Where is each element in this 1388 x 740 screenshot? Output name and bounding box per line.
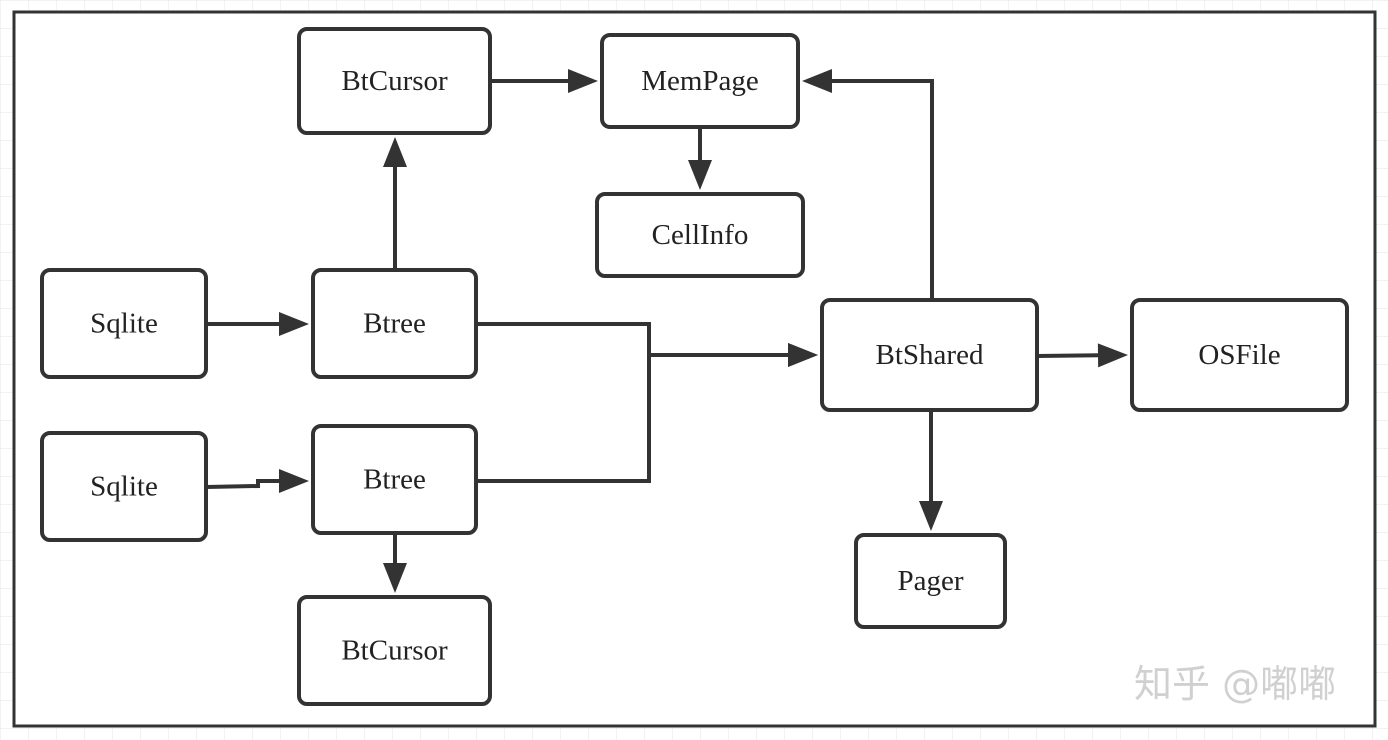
- node-sqlite-1-label: Sqlite: [90, 308, 158, 340]
- arrowhead-btcursor-top-to-mempage: [568, 69, 598, 93]
- node-sqlite-1[interactable]: Sqlite: [40, 268, 208, 379]
- arrowhead-btshared-to-mempage: [802, 69, 832, 93]
- node-mempage[interactable]: MemPage: [600, 33, 800, 129]
- node-mempage-label: MemPage: [641, 65, 759, 97]
- arrowhead-btree-1-to-btcursor-top: [383, 137, 407, 167]
- edge-btshared-to-osfile: [1036, 353, 1101, 358]
- node-btree-2-label: Btree: [363, 464, 426, 496]
- node-cellinfo[interactable]: CellInfo: [595, 192, 805, 278]
- node-btshared-label: BtShared: [876, 339, 984, 371]
- node-btcursor-bottom[interactable]: BtCursor: [297, 595, 492, 706]
- edges-layer: [205, 69, 1128, 593]
- edge-sqlite-2-to-btree-2: [205, 479, 281, 489]
- node-btcursor-bottom-label: BtCursor: [341, 635, 448, 667]
- node-sqlite-2[interactable]: Sqlite: [40, 431, 208, 542]
- arrowhead-sqlite-1-to-btree-1: [279, 312, 309, 336]
- node-btcursor-top[interactable]: BtCursor: [297, 27, 492, 135]
- node-btree-1[interactable]: Btree: [311, 268, 478, 379]
- arrowhead-btshared-to-pager: [919, 501, 943, 531]
- node-btree-1-label: Btree: [363, 308, 426, 340]
- arrowhead-btree-2-to-btshared: [788, 343, 818, 367]
- arrowhead-btshared-to-osfile: [1097, 343, 1128, 368]
- node-osfile[interactable]: OSFile: [1130, 298, 1349, 412]
- node-btree-2[interactable]: Btree: [311, 424, 478, 535]
- node-osfile-label: OSFile: [1198, 339, 1280, 371]
- node-pager[interactable]: Pager: [854, 533, 1007, 629]
- arrowhead-btree-2-to-btcursor-bottom: [383, 563, 407, 593]
- arrowhead-sqlite-2-to-btree-2: [279, 469, 309, 493]
- watermark: 知乎 @嘟嘟: [1134, 662, 1336, 706]
- node-cellinfo-label: CellInfo: [652, 219, 749, 251]
- node-btcursor-top-label: BtCursor: [341, 65, 448, 97]
- edge-btree-2-to-btshared: [476, 353, 790, 483]
- node-btshared[interactable]: BtShared: [820, 298, 1039, 412]
- node-sqlite-2-label: Sqlite: [90, 471, 158, 503]
- arrowhead-mempage-to-cellinfo: [688, 160, 712, 190]
- edge-btshared-to-mempage: [830, 79, 934, 300]
- node-pager-label: Pager: [897, 565, 963, 597]
